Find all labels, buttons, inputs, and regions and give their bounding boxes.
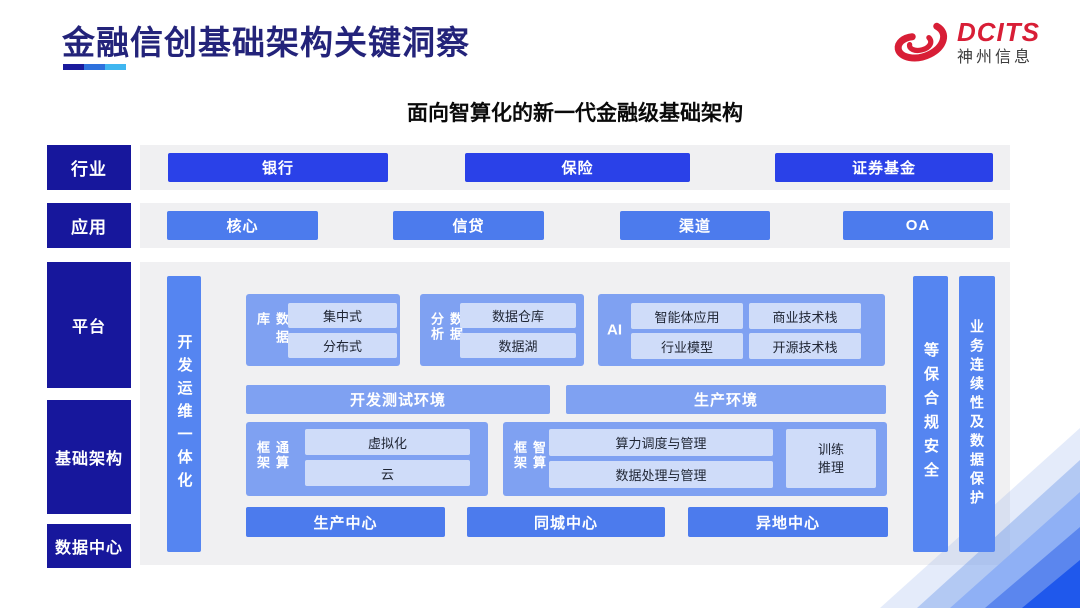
intelligent-compute-item-scheduling: 算力调度与管理	[549, 429, 773, 456]
industry-item-securities: 证券基金	[775, 153, 993, 182]
analytics-item-warehouse: 数据仓库	[460, 303, 576, 328]
center-same-city: 同城中心	[467, 507, 665, 537]
accent-segment-dark	[63, 64, 84, 70]
analytics-group: 数据分析 数据仓库 数据湖	[420, 294, 584, 366]
application-item-credit: 信贷	[393, 211, 544, 240]
industry-item-insurance: 保险	[465, 153, 690, 182]
database-item-centralized: 集中式	[288, 303, 397, 328]
intelligent-compute-item-data-mgmt: 数据处理与管理	[549, 461, 773, 488]
accent-segment-light	[105, 64, 126, 70]
dev-test-environment-bar: 开发测试环境	[246, 385, 550, 414]
company-logo: DCITS 神州信息	[893, 14, 1040, 70]
logo-company-text: 神州信息	[957, 48, 1034, 66]
inference-line: 推理	[817, 459, 844, 475]
layer-label-industry: 行业	[47, 145, 131, 190]
general-compute-group-label: 通算框架	[255, 440, 289, 471]
diagram-title: 面向智算化的新一代金融级基础架构	[407, 102, 743, 125]
general-compute-group: 通算框架 虚拟化 云	[246, 422, 488, 496]
layer-label-platform: 平台	[47, 262, 131, 388]
general-compute-item-virtualization: 虚拟化	[305, 429, 470, 455]
ai-item-commercial-stack: 商业技术栈	[749, 303, 861, 329]
ai-group: AI 智能体应用 商业技术栈 行业模型 开源技术栈	[598, 294, 885, 366]
devops-vertical-bar: 开发运维一体化	[167, 276, 201, 552]
industry-item-bank: 银行	[168, 153, 388, 182]
intelligent-compute-group-label: 智算框架	[512, 440, 546, 471]
application-item-core: 核心	[167, 211, 318, 240]
page-title: 金融信创基础架构关键洞察	[62, 24, 470, 61]
security-compliance-bar: 等保合规安全	[913, 276, 948, 552]
logo-brand-text: DCITS	[957, 16, 1040, 47]
ai-group-label: AI	[607, 321, 622, 339]
center-production: 生产中心	[246, 507, 445, 537]
training-line: 训练	[817, 441, 844, 457]
center-remote: 异地中心	[688, 507, 888, 537]
ai-item-opensource-stack: 开源技术栈	[749, 333, 861, 359]
database-group-label: 数据库	[255, 312, 289, 348]
analytics-group-label: 数据分析	[429, 312, 463, 342]
general-compute-item-cloud: 云	[305, 460, 470, 486]
application-item-oa: OA	[843, 211, 993, 240]
accent-segment-mid	[84, 64, 105, 70]
ai-item-industry-models: 行业模型	[631, 333, 743, 359]
logo-swirl-icon	[894, 22, 948, 62]
analytics-item-lake: 数据湖	[460, 333, 576, 358]
database-group: 数据库 集中式 分布式	[246, 294, 400, 366]
production-environment-bar: 生产环境	[566, 385, 886, 414]
layer-label-datacenter: 数据中心	[47, 524, 131, 568]
ai-item-agent-apps: 智能体应用	[631, 303, 743, 329]
database-item-distributed: 分布式	[288, 333, 397, 358]
title-accent-bar	[63, 64, 126, 70]
training-inference-box: 训练 推理	[786, 429, 876, 488]
layer-label-application: 应用	[47, 203, 131, 248]
business-continuity-bar: 业务连续性及数据保护	[959, 276, 995, 552]
layer-label-infrastructure: 基础架构	[47, 400, 131, 514]
application-item-channel: 渠道	[620, 211, 770, 240]
intelligent-compute-group: 智算框架 算力调度与管理 数据处理与管理 训练 推理	[503, 422, 887, 496]
